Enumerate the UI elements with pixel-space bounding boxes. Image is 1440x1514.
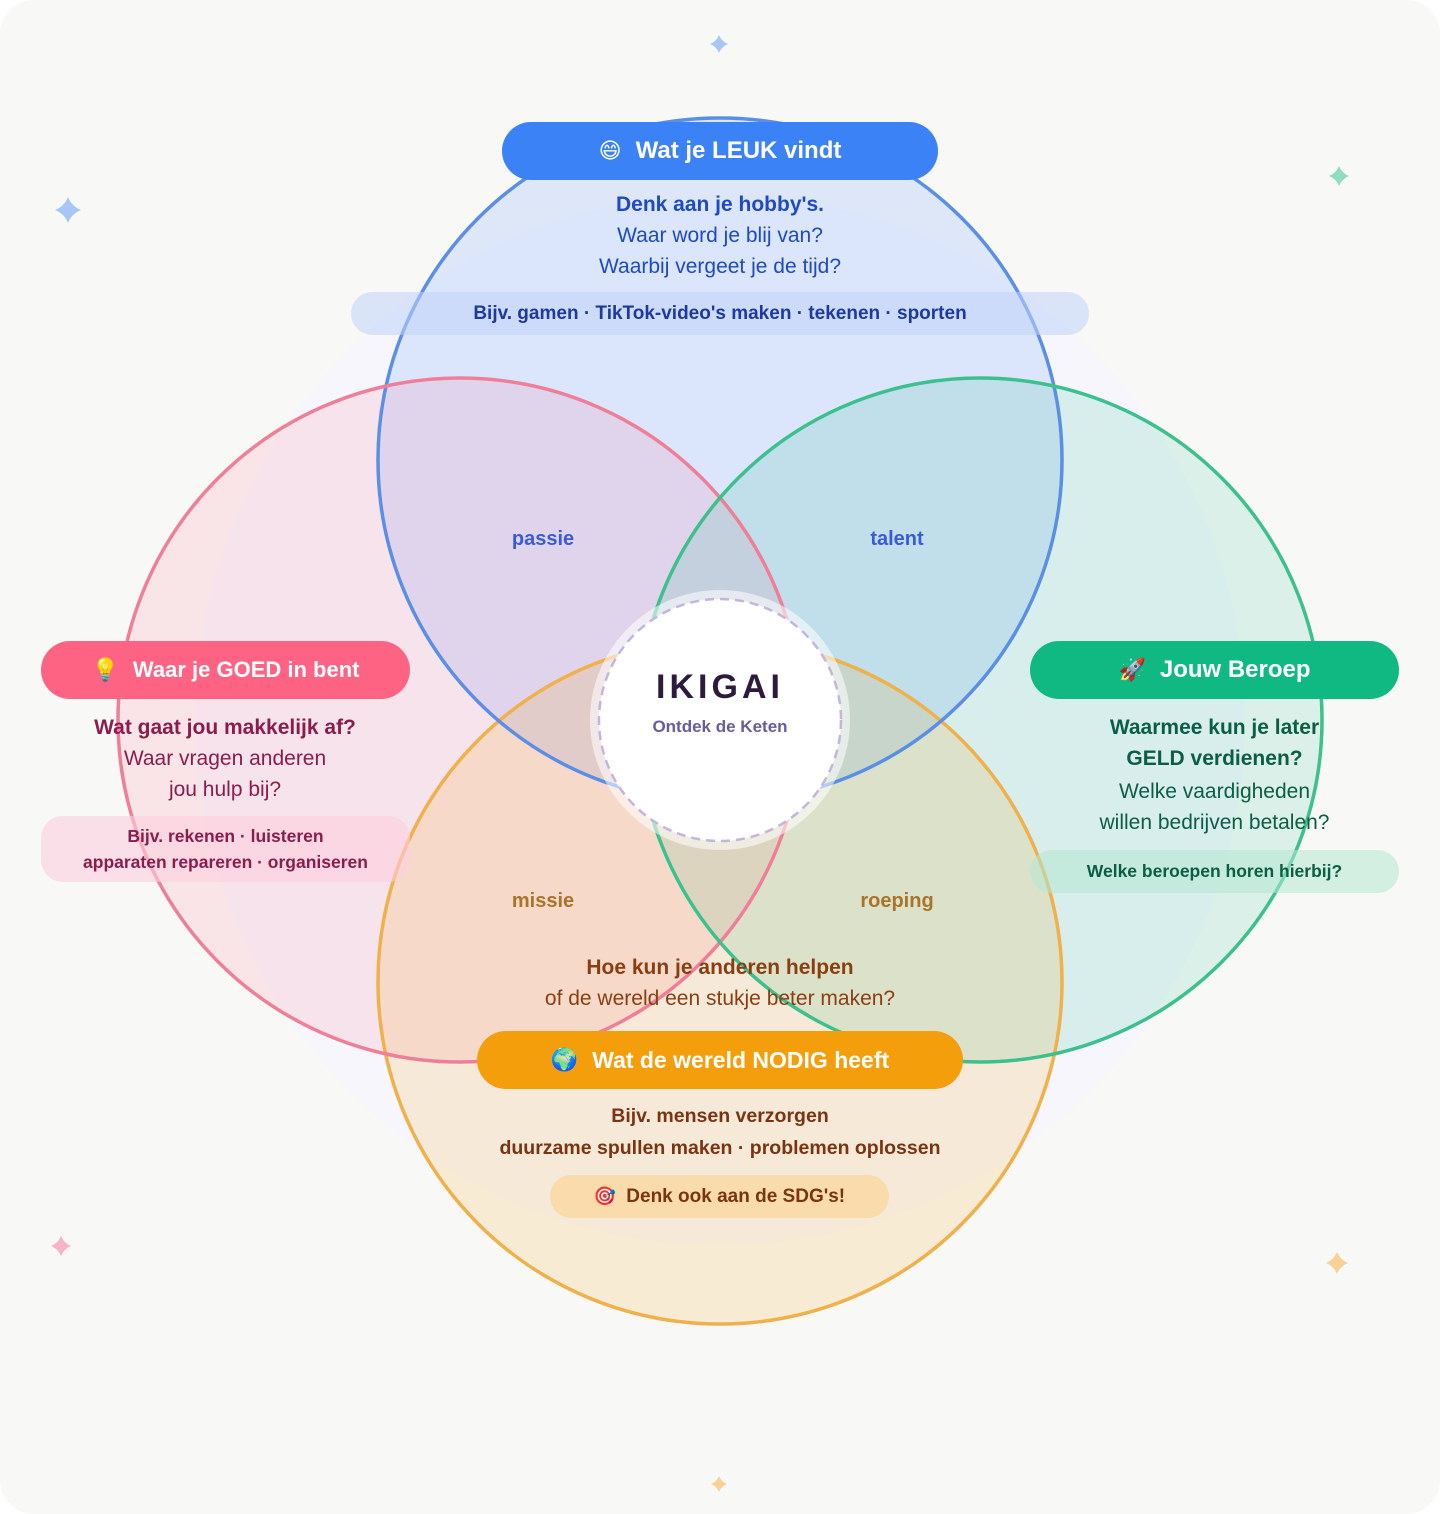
circle-nodig-fill xyxy=(378,640,1062,1324)
sparkle-top-icon xyxy=(710,35,728,53)
globe-icon: 🌍 xyxy=(550,1047,579,1072)
sparkle-top-left-icon xyxy=(55,197,81,223)
nodig-examples-line-2: duurzame spullen maken · problemen oplos… xyxy=(499,1137,941,1159)
leuk-question-2: Waarbij vergeet je de tijd? xyxy=(598,255,841,278)
center-circle xyxy=(597,597,843,843)
goed-examples-line-1: Bijv. rekenen · luisteren xyxy=(127,826,324,846)
leuk-question-1: Waar word je blij van? xyxy=(617,224,823,247)
label-beroep: 🚀 Jouw Beroep xyxy=(1030,641,1399,699)
leuk-examples: Bijv. gamen · TikTok-video's maken · tek… xyxy=(351,292,1089,335)
label-goed-text: Waar je GOED in bent xyxy=(132,657,360,682)
center-subtitle: Ontdek de Keten xyxy=(652,717,788,736)
goed-question-2: jou hulp bij? xyxy=(168,778,282,801)
zone-passie: passie xyxy=(511,528,575,550)
beroep-hint: Welke beroepen horen hierbij? xyxy=(1030,850,1399,893)
label-goed: 💡 Waar je GOED in bent xyxy=(41,641,410,699)
goed-question-1: Waar vragen anderen xyxy=(123,747,327,770)
label-nodig-text: Wat de wereld NODIG heeft xyxy=(592,1046,890,1073)
zone-missie: missie xyxy=(511,890,575,912)
target-icon: 🎯 xyxy=(593,1186,617,1206)
goed-examples: Bijv. rekenen · luisteren apparaten repa… xyxy=(41,816,410,882)
nodig-examples: Bijv. mensen verzorgen duurzame spullen … xyxy=(440,1100,1000,1164)
sparkle-bottom-right-icon xyxy=(1326,1252,1348,1274)
label-leuk: 😄 Wat je LEUK vindt xyxy=(502,122,938,180)
beroep-question-bold-1: Waarmee kun je later xyxy=(1109,716,1320,739)
rocket-icon: 🚀 xyxy=(1118,657,1146,682)
beroep-question-bold-2: GELD verdienen? xyxy=(1126,747,1303,770)
beroep-hint-text: Welke beroepen horen hierbij? xyxy=(1086,861,1343,881)
goed-questions: Wat gaat jou makkelijk af? Waar vragen a… xyxy=(40,712,410,805)
nodig-examples-line-1: Bijv. mensen verzorgen xyxy=(611,1105,829,1127)
circle-leuk-fill xyxy=(378,118,1062,802)
goed-examples-line-2: apparaten repareren · organiseren xyxy=(83,852,368,872)
smiling-face-icon: 😄 xyxy=(598,138,622,163)
circle-goed-fill xyxy=(118,378,802,1062)
sparkle-bottom-left-icon xyxy=(51,1236,71,1256)
beroep-questions: Waarmee kun je later GELD verdienen? Wel… xyxy=(1030,712,1399,838)
nodig-question-bold: Hoe kun je anderen helpen xyxy=(586,956,854,979)
label-leuk-text: Wat je LEUK vindt xyxy=(635,137,842,164)
nodig-question-1: of de wereld een stukje beter maken? xyxy=(544,987,896,1010)
nodig-sdg-hint-text: Denk ook aan de SDG's! xyxy=(626,1185,846,1207)
center-title: IKIGAI xyxy=(656,668,784,706)
nodig-questions: Hoe kun je anderen helpen of de wereld e… xyxy=(470,952,970,1014)
zone-talent: talent xyxy=(870,528,924,550)
sparkle-bottom-icon xyxy=(711,1476,727,1492)
leuk-questions: Denk aan je hobby's. Waar word je blij v… xyxy=(470,189,970,282)
leuk-examples-text: Bijv. gamen · TikTok-video's maken · tek… xyxy=(473,302,967,324)
goed-question-bold: Wat gaat jou makkelijk af? xyxy=(94,716,356,739)
beroep-question-1: Welke vaardigheden xyxy=(1118,780,1311,803)
light-bulb-icon: 💡 xyxy=(91,657,119,682)
label-nodig: 🌍 Wat de wereld NODIG heeft xyxy=(477,1031,963,1089)
zone-roeping: roeping xyxy=(860,890,934,912)
leuk-question-bold: Denk aan je hobby's. xyxy=(615,193,825,216)
beroep-question-2: willen bedrijven betalen? xyxy=(1099,811,1330,834)
sparkle-top-right-icon xyxy=(1329,166,1349,186)
nodig-sdg-hint: 🎯 Denk ook aan de SDG's! xyxy=(550,1175,889,1218)
label-beroep-text: Jouw Beroep xyxy=(1159,656,1311,683)
